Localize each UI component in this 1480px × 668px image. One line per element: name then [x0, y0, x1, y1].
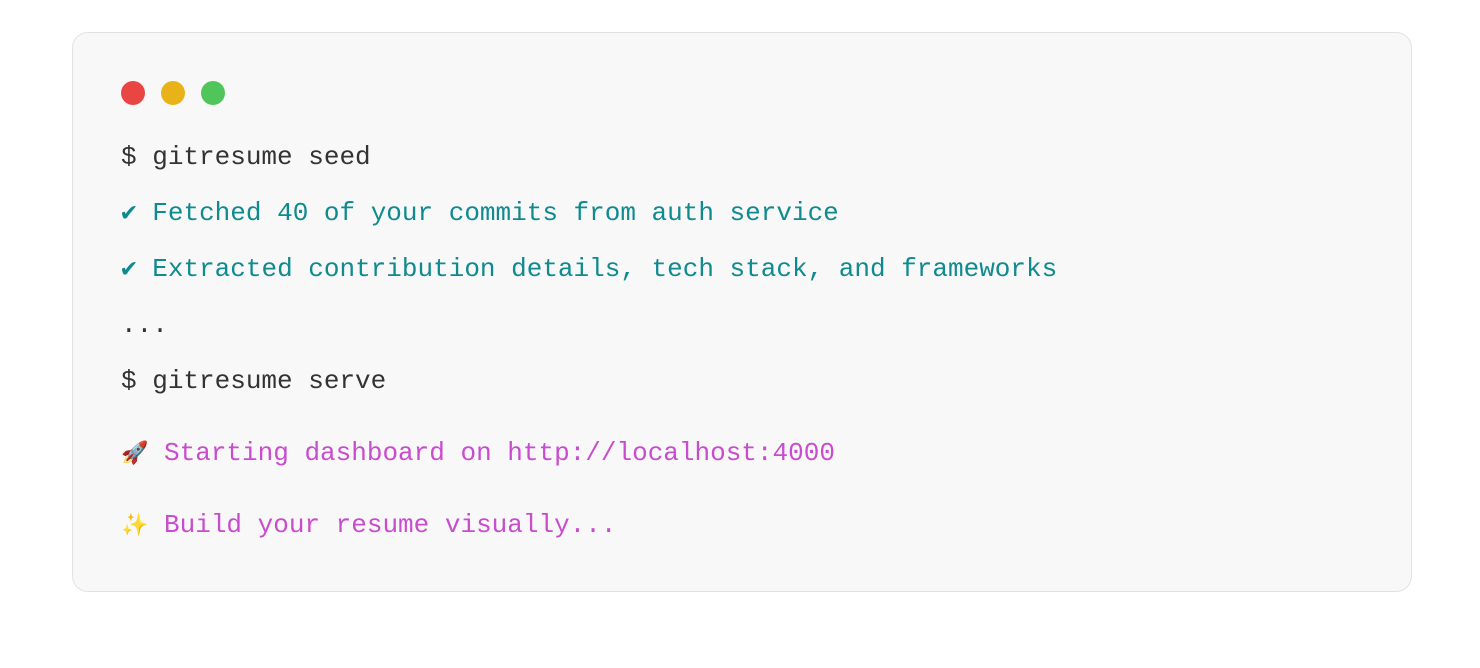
prompt-icon: $ [121, 366, 137, 396]
terminal-line-command: $ gitresume seed [121, 142, 371, 172]
terminal-line-info: 🚀 Starting dashboard on http://localhost… [121, 438, 835, 468]
checkmark-icon: ✔ [121, 254, 137, 284]
prompt-icon: $ [121, 142, 137, 172]
checkmark-icon: ✔ [121, 198, 137, 228]
minimize-dot-icon[interactable] [161, 81, 185, 105]
terminal-line-info: ✨ Build your resume visually... [121, 510, 617, 540]
terminal-line-success: ✔ Fetched 40 of your commits from auth s… [121, 198, 839, 228]
sparkles-icon: ✨ [121, 513, 149, 538]
window-controls [121, 81, 225, 105]
terminal-line-ellipsis: ... [121, 310, 168, 340]
terminal-line-success: ✔ Extracted contribution details, tech s… [121, 254, 1058, 284]
maximize-dot-icon[interactable] [201, 81, 225, 105]
terminal-line-command: $ gitresume serve [121, 366, 387, 396]
close-dot-icon[interactable] [121, 81, 145, 105]
rocket-icon: 🚀 [121, 441, 149, 466]
terminal-window: $ gitresume seed ✔ Fetched 40 of your co… [72, 32, 1412, 592]
